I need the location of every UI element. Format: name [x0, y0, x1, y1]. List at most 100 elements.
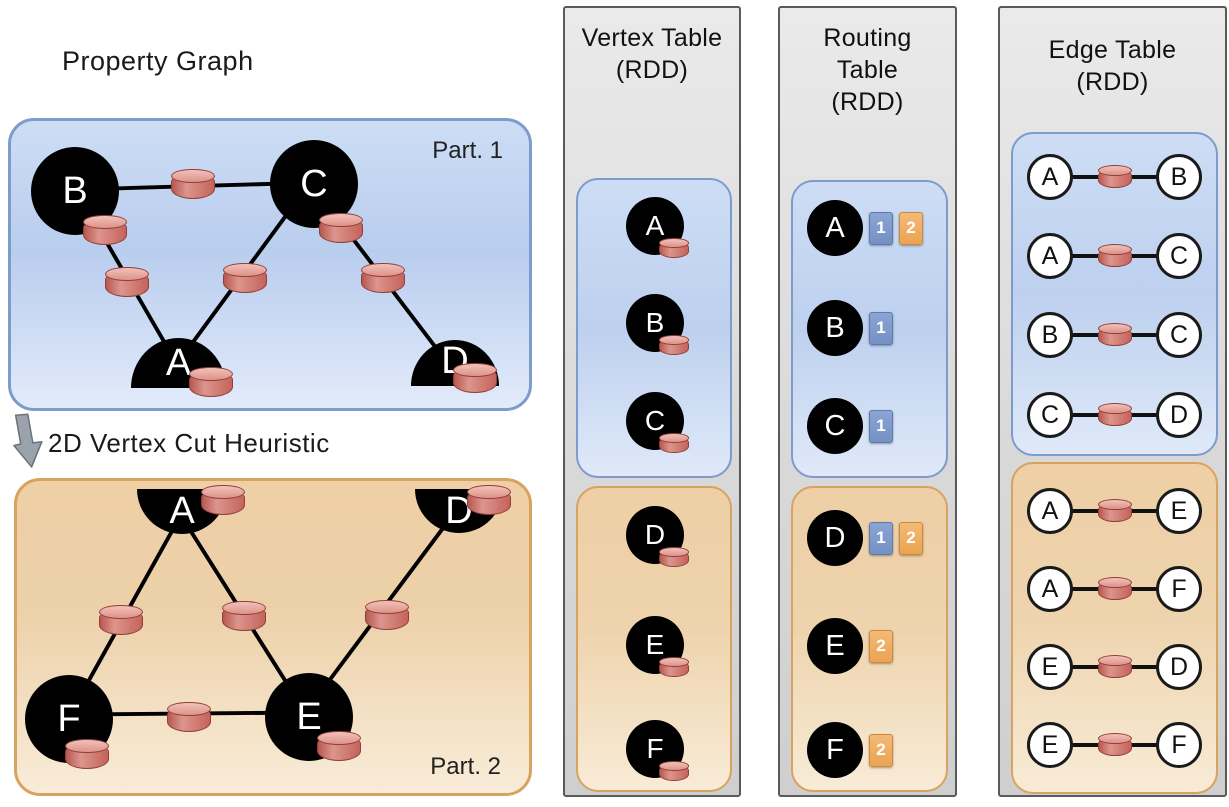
- edge-row: C D: [1027, 392, 1202, 438]
- routing-row: C 1: [807, 398, 893, 454]
- vertex-table-item: E: [626, 616, 689, 677]
- vertex-letter: C: [644, 405, 666, 436]
- edge-property-cylinder-icon: [361, 263, 405, 293]
- vertex-letter: D: [824, 521, 846, 554]
- title-line: Routing: [823, 24, 912, 52]
- vertex-property-cylinder-icon: [659, 761, 689, 781]
- vertex-letter: E: [1041, 730, 1059, 759]
- edge-property-cylinder-icon: [1097, 733, 1132, 757]
- vertex-circle: A: [807, 200, 863, 256]
- edge-dst-circle: C: [1156, 312, 1202, 358]
- title-line: Edge Table: [1048, 36, 1177, 64]
- routing-row: B 1: [807, 300, 893, 356]
- title-line: Vertex Table: [581, 24, 723, 52]
- vertex-letter: F: [1171, 730, 1187, 759]
- edge-row: A B: [1027, 154, 1202, 200]
- edge-property-cylinder-icon: [1097, 403, 1132, 427]
- edge-property-cylinder-icon: [1097, 499, 1132, 523]
- vertex-letter: E: [825, 629, 845, 662]
- routing-table-title: Routing Table (RDD): [780, 22, 955, 118]
- edge-line: [1070, 499, 1159, 523]
- routing-table-partition-1: A 1 2 B 1 C 1: [791, 180, 948, 478]
- vertex-property-cylinder-icon: [83, 215, 127, 245]
- vertex-property-cylinder-icon: [189, 367, 233, 397]
- partition-2-box: A D F E Part. 2: [14, 478, 532, 796]
- partition-2-label: Part. 2: [430, 753, 501, 780]
- vertex-property-cylinder-icon: [319, 213, 363, 243]
- vertex-letter: A: [1041, 574, 1059, 603]
- routing-table-panel: Routing Table (RDD) A 1 2 B 1 C 1 D 1 2: [778, 6, 957, 797]
- edge-property-cylinder-icon: [223, 263, 267, 293]
- edge-line: [1070, 655, 1159, 679]
- partition-1-box: B C A D Part. 1: [8, 118, 532, 411]
- vertex-letter: C: [1169, 241, 1189, 270]
- routing-row: E 2: [807, 618, 893, 674]
- vertex-property-cylinder-icon: [659, 657, 689, 677]
- pencil-arrow-icon: [13, 413, 43, 468]
- vertex-property-cylinder-icon: [659, 238, 689, 258]
- vertex-property-cylinder-icon: [317, 731, 361, 761]
- vertex-property-cylinder-icon: [467, 485, 511, 515]
- edge-table-partition-1: A B A C B C C D: [1011, 132, 1218, 456]
- edge-line: [1070, 244, 1159, 268]
- edge-table-panel: Edge Table (RDD) A B A C B C C D: [998, 6, 1227, 797]
- vertex-letter: C: [1169, 320, 1189, 349]
- edge-property-cylinder-icon: [365, 600, 409, 630]
- vertex-table-item: B: [626, 294, 689, 355]
- vertex-property-cylinder-icon: [659, 335, 689, 355]
- vertex-table-item: F: [626, 720, 689, 781]
- title-subtitle: (RDD): [615, 56, 689, 84]
- vertex-table-panel: Vertex Table (RDD) A B C D E: [563, 6, 741, 797]
- vertex-property-cylinder-icon: [65, 739, 109, 769]
- edge-table-title: Edge Table (RDD): [1000, 34, 1225, 98]
- vertex-table-partition-1: A B C: [576, 178, 732, 478]
- vertex-letter: A: [165, 342, 192, 384]
- partition-chip: 2: [869, 629, 893, 663]
- edge-src-circle: A: [1027, 566, 1073, 612]
- edge-line: [1070, 403, 1159, 427]
- edge-src-circle: A: [1027, 488, 1073, 534]
- edge-line: [1070, 165, 1159, 189]
- partition-chip: 1: [869, 311, 893, 345]
- edge-table-partition-2: A E A F E D E F: [1011, 462, 1218, 794]
- vertex-letter: E: [1041, 652, 1059, 681]
- vertex-circle: F: [807, 722, 863, 778]
- edge-dst-circle: E: [1156, 488, 1202, 534]
- partition-chip: 2: [869, 733, 893, 767]
- edge-property-cylinder-icon: [1097, 577, 1132, 601]
- vertex-letter: E: [1170, 496, 1188, 525]
- routing-row: D 1 2: [807, 510, 923, 566]
- edge-row: B C: [1027, 312, 1202, 358]
- partition-chip: 2: [899, 211, 923, 245]
- edge-property-cylinder-icon: [222, 601, 266, 631]
- vertex-table-partition-2: D E F: [576, 486, 732, 792]
- edge-src-circle: A: [1027, 154, 1073, 200]
- edge-property-cylinder-icon: [1097, 165, 1132, 189]
- routing-row: F 2: [807, 722, 893, 778]
- edge-src-circle: B: [1027, 312, 1073, 358]
- vertex-letter: A: [1041, 496, 1059, 525]
- edge-dst-circle: F: [1156, 722, 1202, 768]
- partition-chip: 2: [899, 521, 923, 555]
- edge-src-circle: A: [1027, 233, 1073, 279]
- vertex-table-item: C: [626, 392, 689, 453]
- vertex-letter: A: [645, 210, 665, 241]
- title-subtitle: (RDD): [831, 88, 904, 116]
- edge-src-circle: E: [1027, 722, 1073, 768]
- vertex-letter: B: [645, 307, 665, 338]
- vertex-letter: A: [1041, 162, 1059, 191]
- edge-row: E F: [1027, 722, 1202, 768]
- edge-row: A F: [1027, 566, 1202, 612]
- vertex-property-cylinder-icon: [453, 363, 497, 393]
- edge-src-circle: E: [1027, 644, 1073, 690]
- edge-property-cylinder-icon: [171, 169, 215, 199]
- partition-chip: 1: [869, 521, 893, 555]
- property-graph-title: Property Graph: [62, 46, 254, 76]
- edge-row: A C: [1027, 233, 1202, 279]
- vertex-letter: E: [296, 696, 322, 738]
- edge-dst-circle: D: [1156, 644, 1202, 690]
- vertex-circle: B: [626, 294, 684, 352]
- vertex-letter: B: [1041, 320, 1059, 349]
- edge-dst-circle: C: [1156, 233, 1202, 279]
